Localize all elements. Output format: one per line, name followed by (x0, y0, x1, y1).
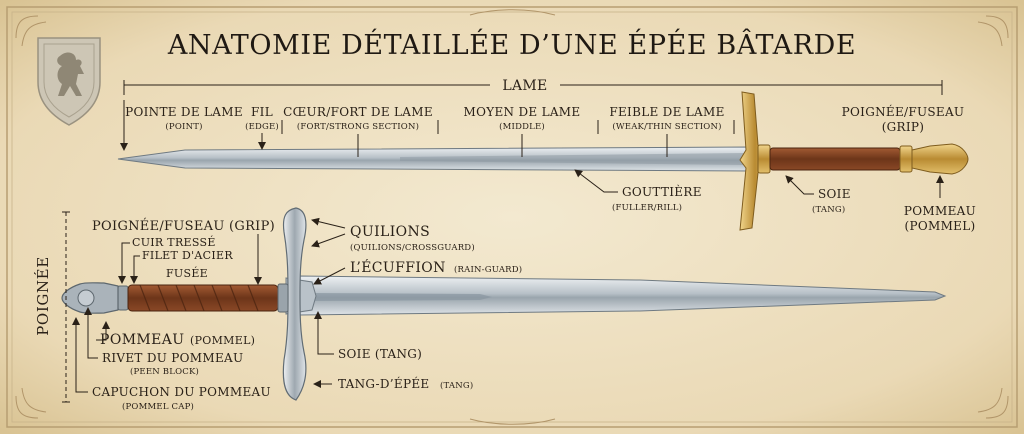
gouttiere-leader (574, 169, 618, 193)
top-pommeau-sublabel: (POMMEL) (905, 219, 976, 233)
top-grip-collar (899, 145, 913, 173)
cuir-label: CUIR TRESSÉ (132, 235, 216, 249)
fusee-label: FUSÉE (166, 266, 208, 280)
quilions-label: QUILIONS (350, 224, 430, 240)
top-soie-leader (785, 175, 814, 195)
bottom-ferrule (277, 283, 289, 313)
bottom-collar (117, 285, 129, 311)
bottom-pommeau-arrow (96, 321, 110, 341)
moyen-sublabel: (MIDDLE) (499, 121, 545, 132)
top-crossguard (739, 91, 771, 231)
pointe-sublabel: (POINT) (165, 121, 202, 132)
lame-label: LAME (502, 78, 547, 94)
bottom-pommeau-label: POMMEAU (100, 332, 185, 348)
fil-label: FIL (251, 105, 273, 119)
bottom-blade (299, 275, 947, 316)
feible-sublabel: (WEAK/THIN SECTION) (612, 121, 721, 132)
bottom-soie-leader (314, 311, 334, 355)
tang-epee-sublabel: (TANG) (440, 380, 473, 391)
moyen-label: MOYEN DE LAME (464, 105, 581, 119)
top-soie-label: SOIE (818, 187, 851, 201)
ecusson-sublabel: (RAIN-GUARD) (454, 264, 522, 275)
rivet-sublabel: (PEEN BLOCK) (130, 366, 199, 377)
rivet-arrow (84, 307, 98, 359)
capuchon-arrow (72, 317, 88, 393)
bottom-grip-wrap (139, 284, 259, 312)
corner-ornaments (15, 9, 1009, 425)
top-ferrule (757, 144, 771, 174)
top-soie-sublabel: (TANG) (812, 204, 845, 215)
top-poignee-label: POIGNÉE/FUSEAU (842, 104, 965, 119)
gouttiere-label: GOUTTIÈRE (622, 184, 702, 199)
bottom-grip-label: POIGNÉE/FUSEAU (GRIP) (92, 218, 275, 234)
bottom-crossguard (282, 207, 307, 401)
heraldic-lion-shield-icon (37, 37, 101, 126)
capuchon-sublabel: (POMMEL CAP) (122, 401, 194, 412)
fil-sublabel: (EDGE) (245, 121, 279, 132)
tang-epee-label: TANG-D’ÉPÉE (338, 376, 429, 391)
top-poignee-sublabel: (GRIP) (882, 120, 925, 134)
feible-label: FEIBLE DE LAME (609, 105, 724, 119)
capuchon-label: CAPUCHON DU POMMEAU (92, 385, 271, 399)
bottom-fuller (312, 293, 492, 301)
pointe-label: POINTE DE LAME (125, 105, 243, 119)
ecusson-arrow (313, 267, 346, 285)
bottom-pommeau-sublabel: (POMMEL) (190, 334, 255, 347)
top-pommeau-label: POMMEAU (904, 204, 976, 218)
page-title: ANATOMIE DÉTAILLÉE D’UNE ÉPÉE BÂTARDE (167, 28, 856, 61)
cuir-arrow (118, 242, 130, 284)
inner-frame (11, 11, 1013, 423)
quilions-arrow-lower (311, 233, 346, 248)
coeur-label: CŒUR/FORT DE LAME (283, 105, 433, 119)
top-grip (769, 147, 901, 171)
ecusson-label: L’ÉCUFFION (350, 258, 446, 276)
quilions-arrow-upper (311, 217, 346, 229)
gouttiere-sublabel: (FULLER/RILL) (612, 202, 682, 213)
poignee-side-label: POIGNÉE (34, 256, 52, 336)
outer-frame (6, 6, 1018, 428)
rivet-label: RIVET DU POMMEAU (102, 351, 243, 365)
bottom-soie-label: SOIE (TANG) (338, 347, 422, 361)
filet-label: FILET D'ACIER (142, 249, 233, 262)
top-pommel (911, 143, 969, 175)
bottom-pommel-rivet (77, 289, 95, 307)
filet-arrow (130, 255, 140, 284)
quilions-sublabel: (QUILIONS/CROSSGUARD) (350, 242, 475, 253)
top-sword (117, 91, 969, 231)
top-fuller (400, 153, 745, 165)
coeur-sublabel: (FORT/STRONG SECTION) (297, 121, 419, 132)
